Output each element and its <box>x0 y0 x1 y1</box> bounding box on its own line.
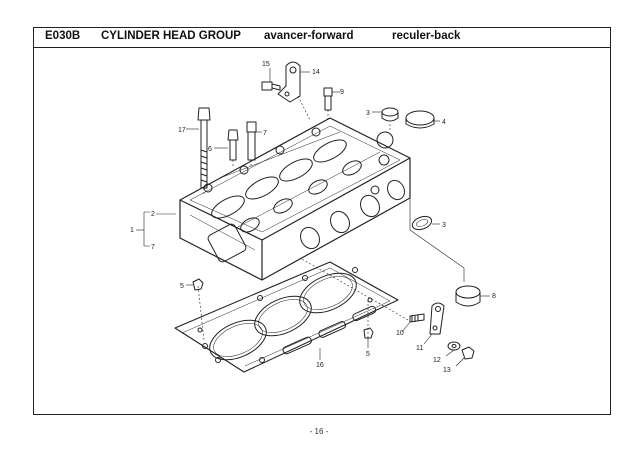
callout-16: 16 <box>316 362 324 369</box>
stud-7 <box>246 121 257 161</box>
callout-2: 2 <box>151 211 155 218</box>
title-bar: E030B CYLINDER HEAD GROUP avancer-forwar… <box>34 28 610 48</box>
callout-1: 1 <box>130 227 134 234</box>
forward-link[interactable]: avancer-forward <box>264 30 354 42</box>
plug-3-side <box>411 215 433 231</box>
stud-10 <box>409 313 425 323</box>
nut-13 <box>461 346 475 360</box>
callout-4: 4 <box>442 119 446 126</box>
callout-5-left: 5 <box>180 283 184 290</box>
stud-6 <box>227 129 239 161</box>
callout-10: 10 <box>396 330 404 337</box>
plug-4 <box>405 110 435 129</box>
nut-5-left <box>192 278 204 291</box>
hanger-bracket-14 <box>277 61 301 103</box>
page-number: - 16 - <box>309 427 329 436</box>
callout-numbers: 15 14 9 3 4 17 6 7 2 1 7 3 8 5 10 11 5 1… <box>130 61 496 374</box>
cap-3-top <box>381 107 399 122</box>
callout-9: 9 <box>340 89 344 96</box>
alignment-lines <box>197 95 409 341</box>
callout-7-top: 7 <box>263 130 267 137</box>
back-link[interactable]: reculer-back <box>392 30 461 42</box>
callout-3-top: 3 <box>366 110 370 117</box>
callout-13: 13 <box>443 367 451 374</box>
nut-5-right <box>363 327 374 339</box>
diagram-frame: E030B CYLINDER HEAD GROUP avancer-forwar… <box>33 27 611 415</box>
callout-6: 6 <box>208 146 212 153</box>
callout-7-left: 7 <box>151 244 155 251</box>
callout-17: 17 <box>178 127 186 134</box>
cylinder-head <box>179 117 411 281</box>
callout-15: 15 <box>262 61 270 68</box>
bracket-11 <box>429 302 445 335</box>
bolt-9 <box>323 87 333 111</box>
washer-12 <box>447 341 461 351</box>
callout-3-side: 3 <box>442 222 446 229</box>
head-gasket <box>174 261 399 373</box>
section-code: E030B <box>45 30 81 42</box>
callout-14: 14 <box>312 69 320 76</box>
cap-8 <box>455 285 481 307</box>
bolt-15 <box>261 81 281 91</box>
callout-8: 8 <box>492 293 496 300</box>
group-title: CYLINDER HEAD GROUP <box>101 30 241 42</box>
leader-lines <box>136 68 490 367</box>
callout-12: 12 <box>433 357 441 364</box>
callout-5-right: 5 <box>366 351 370 358</box>
callout-11: 11 <box>416 345 423 352</box>
